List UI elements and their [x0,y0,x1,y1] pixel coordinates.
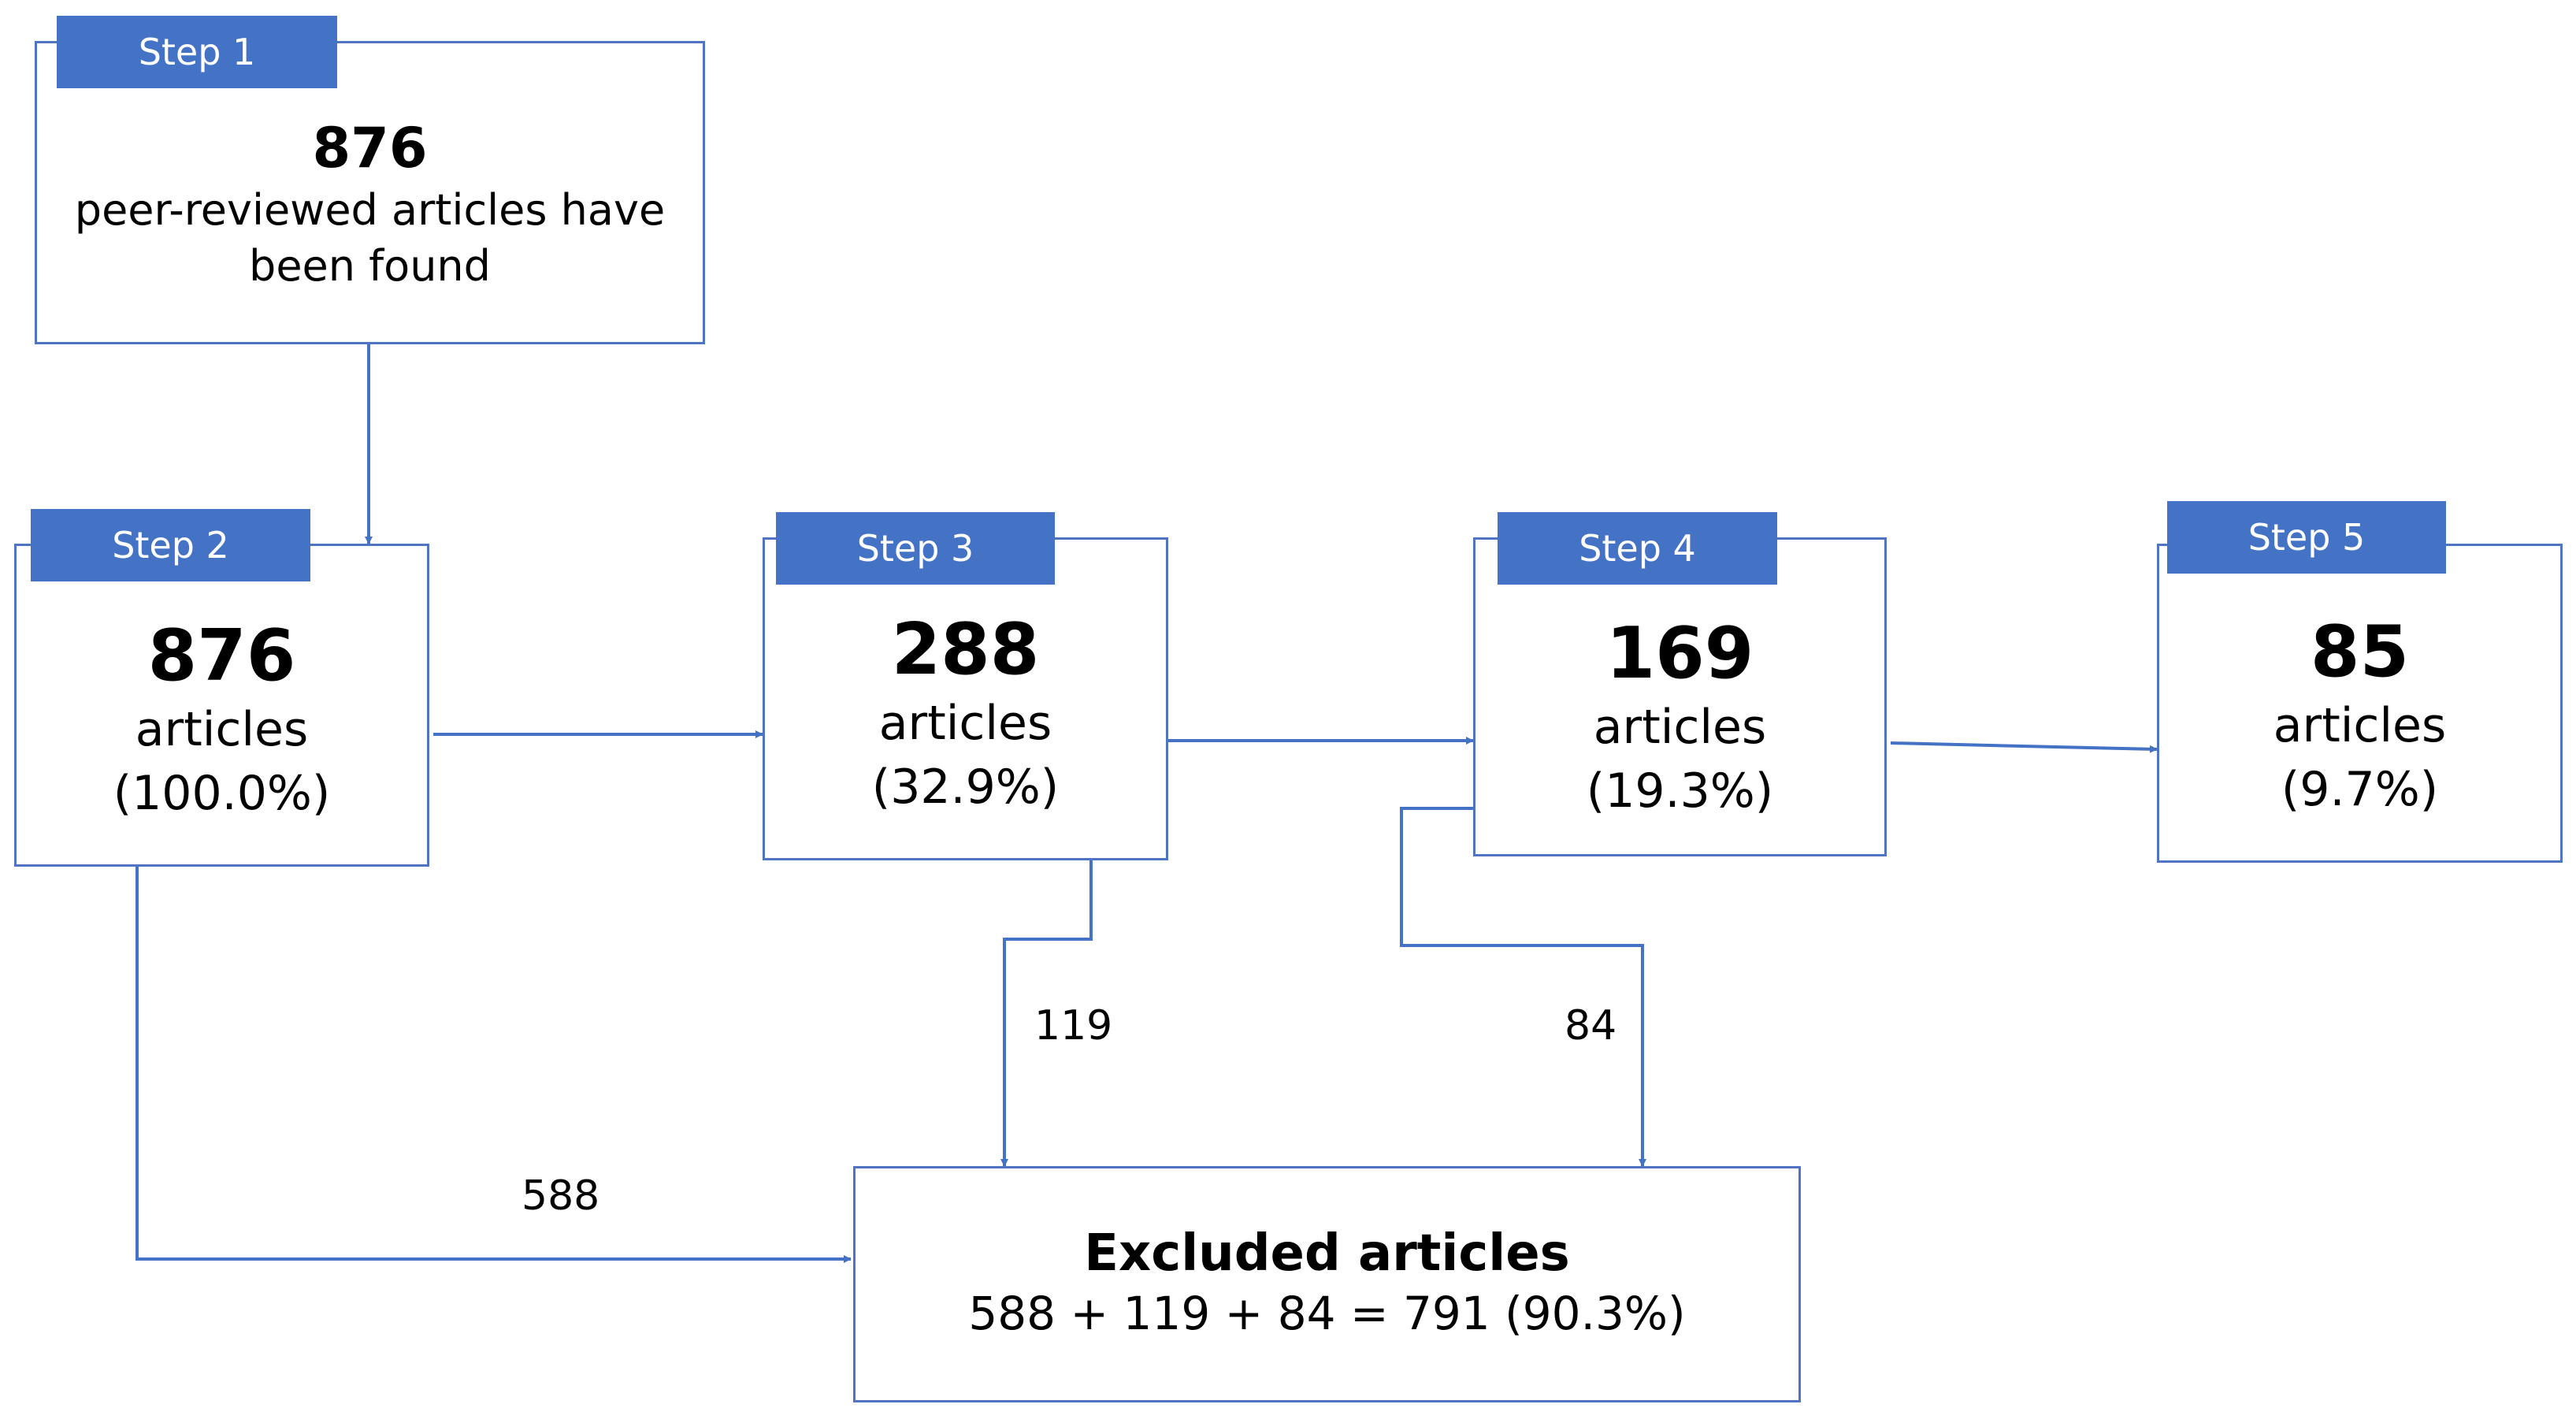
step2-box: 876 articles (100.0%) [14,544,429,867]
step5-unit: articles [2273,698,2447,753]
step4-percent: (19.3%) [1586,763,1774,819]
excluded-title: Excluded articles [1084,1224,1570,1283]
arrow-step3-exclusion [1000,813,1093,1167]
excluded-equation: 588 + 119 + 84 = 791 (90.3%) [968,1286,1686,1340]
arrow-step4-to-step5 [1890,741,2158,753]
step5-count: 85 [2310,611,2410,693]
step5-box: 85 articles (9.7%) [2157,544,2563,863]
step3-box: 288 articles (32.9%) [763,537,1168,860]
step2-tab: Step 2 [31,509,310,581]
excluded-box: Excluded articles 588 + 119 + 84 = 791 (… [853,1166,1801,1402]
step2-count: 876 [147,615,296,697]
exclusion-count-step4: 84 [1565,1002,1617,1049]
step2-unit: articles [135,702,309,757]
step4-count: 169 [1605,612,1754,695]
step4-unit: articles [1593,700,1767,755]
step1-line2: been found [249,241,491,292]
step3-tab: Step 3 [776,512,1055,585]
step5-percent: (9.7%) [2281,762,2439,817]
step1-count: 876 [312,116,428,180]
exclusion-count-step3: 119 [1034,1002,1113,1049]
exclusion-count-step2: 588 [522,1172,600,1220]
step2-percent: (100.0%) [113,766,331,821]
step1-line1: peer-reviewed articles have [74,185,666,235]
step4-tab: Step 4 [1498,512,1777,585]
step1-box: 876 peer-reviewed articles have been fou… [35,41,705,344]
step3-count: 288 [891,608,1040,691]
arrow-step2-exclusion [135,867,852,1263]
step4-box: 169 articles (19.3%) [1473,537,1887,856]
step5-tab: Step 5 [2167,501,2446,574]
step3-unit: articles [878,696,1052,751]
step3-percent: (32.9%) [871,760,1060,815]
arrow-step4-exclusion [1400,807,1646,1167]
step1-tab: Step 1 [57,16,337,88]
